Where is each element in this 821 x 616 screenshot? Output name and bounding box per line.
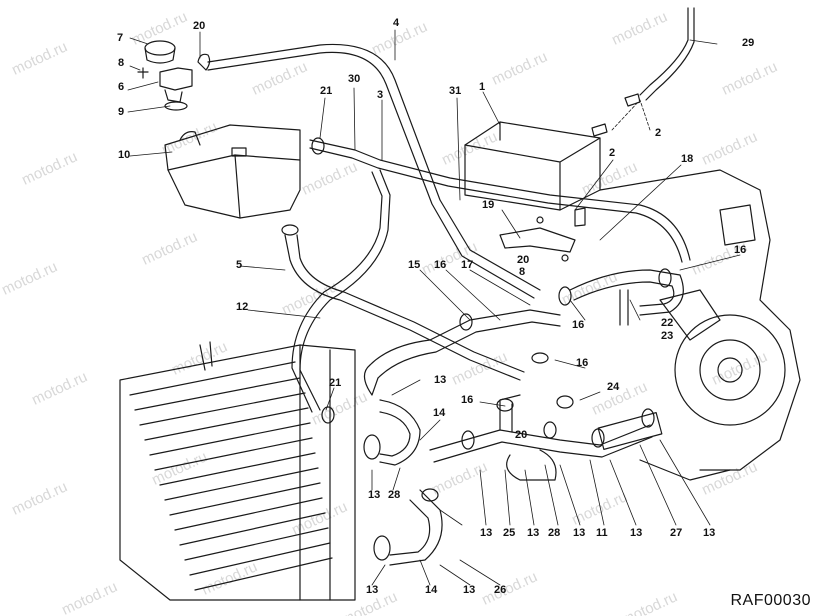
lower-pipe-center [429, 394, 663, 481]
radiator [119, 341, 356, 601]
fittings-2 [574, 93, 641, 227]
callout-8: 8 [519, 266, 526, 278]
callout-12: 12 [236, 301, 249, 313]
callout-22: 22 [661, 317, 674, 329]
callout-20: 20 [517, 254, 530, 266]
callout-13: 13 [463, 584, 476, 596]
callout-5: 5 [236, 259, 243, 271]
callout-30: 30 [348, 73, 361, 85]
callout-20: 20 [193, 20, 206, 32]
callout-8: 8 [118, 57, 125, 69]
air-box [464, 121, 601, 211]
callout-28: 28 [548, 527, 561, 539]
callout-9: 9 [118, 106, 125, 118]
leader-lines [127, 29, 741, 586]
callout-13: 13 [527, 527, 540, 539]
callout-2: 2 [655, 127, 662, 139]
callout-18: 18 [681, 153, 694, 165]
hose-3-30 [309, 139, 691, 263]
figure-code: RAF00030 [730, 592, 811, 609]
expansion-tank [164, 124, 301, 219]
callout-10: 10 [118, 149, 131, 161]
callout-11: 11 [596, 527, 608, 539]
bracket-19 [499, 216, 576, 262]
callout-13: 13 [434, 374, 447, 386]
filler-cap [137, 40, 211, 111]
hose-5 [284, 234, 525, 381]
callout-2: 2 [609, 147, 616, 159]
callout-13: 13 [703, 527, 716, 539]
callout-17: 17 [461, 259, 474, 271]
callout-16: 16 [576, 357, 589, 369]
callout-13: 13 [630, 527, 643, 539]
callout-4: 4 [393, 17, 400, 29]
callout-28: 28 [388, 489, 401, 501]
callout-31: 31 [449, 85, 462, 97]
callout-20: 20 [515, 429, 528, 441]
callout-26: 26 [494, 584, 507, 596]
callout-16: 16 [434, 259, 447, 271]
callout-3: 3 [377, 89, 384, 101]
callout-27: 27 [670, 527, 683, 539]
callout-7: 7 [117, 32, 124, 44]
callout-13: 13 [366, 584, 379, 596]
callout-15: 15 [408, 259, 421, 271]
callout-16: 16 [734, 244, 747, 256]
engine-block [599, 169, 801, 481]
lower-hose-left [363, 399, 421, 466]
hose-12 [291, 169, 391, 413]
callout-14: 14 [433, 407, 446, 419]
callout-13: 13 [368, 489, 381, 501]
callout-16: 16 [461, 394, 474, 406]
callout-23: 23 [661, 330, 674, 342]
callout-24: 24 [607, 381, 620, 393]
hose-15-17 [363, 309, 561, 396]
callout-29: 29 [742, 37, 755, 49]
hose-29 [639, 7, 695, 101]
callout-16: 16 [572, 319, 585, 331]
callout-6: 6 [118, 81, 125, 93]
callout-19: 19 [482, 199, 495, 211]
callout-13: 13 [480, 527, 493, 539]
callout-21: 21 [320, 85, 333, 97]
callout-25: 25 [503, 527, 516, 539]
callout-13: 13 [573, 527, 586, 539]
hose-clamps [281, 137, 672, 502]
hose-4 [207, 43, 541, 299]
callout-14: 14 [425, 584, 438, 596]
callout-1: 1 [479, 81, 486, 93]
callout-21: 21 [329, 377, 342, 389]
